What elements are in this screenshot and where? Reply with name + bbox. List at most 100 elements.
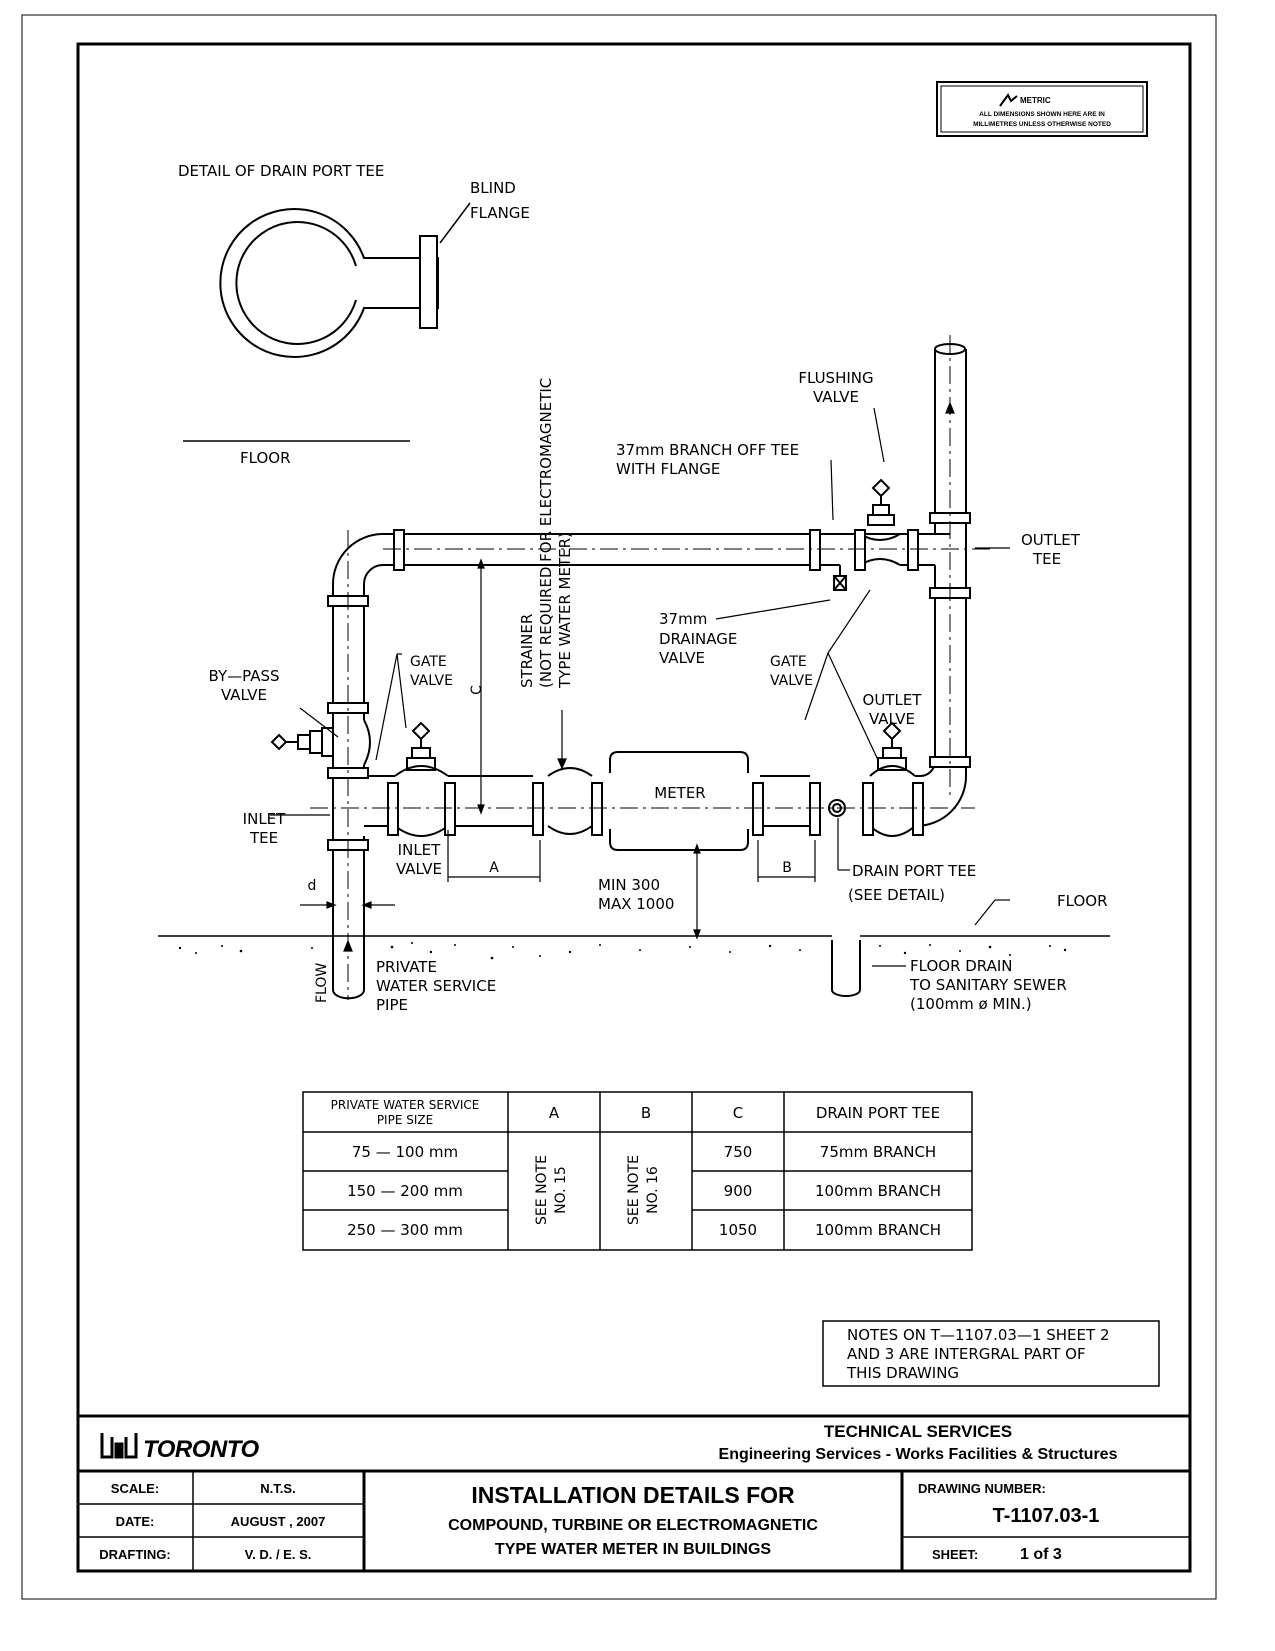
drafting-value: V. D. / E. S. xyxy=(245,1547,312,1562)
floor-drain-label: FLOOR DRAIN xyxy=(910,957,1013,975)
sheet-value: 1 of 3 xyxy=(1020,1546,1062,1563)
sanitary-sewer-label: TO SANITARY SEWER xyxy=(909,976,1067,994)
pipe-label: PIPE xyxy=(376,996,408,1014)
toronto-wordmark: TORONTO xyxy=(143,1436,259,1463)
dimension-lines xyxy=(270,401,1010,967)
drain-diameter-label: (100mm ø MIN.) xyxy=(910,995,1032,1013)
gate-valve-label-left-2: VALVE xyxy=(410,673,453,689)
floor-slab xyxy=(158,935,1110,960)
table-row-1-size: 75 — 100 mm xyxy=(352,1143,458,1161)
scale-label: SCALE: xyxy=(111,1481,159,1496)
flow-label: FLOW xyxy=(314,963,330,1003)
table-text: PRIVATE WATER SERVICE PIPE SIZE A B C DR… xyxy=(331,1098,941,1239)
floor-label: FLOOR xyxy=(1057,892,1108,910)
blind-flange xyxy=(419,235,438,329)
diagram-labels: FLUSHING VALVE 37mm BRANCH OFF TEE WITH … xyxy=(208,369,1107,1014)
floor-label-top: FLOOR xyxy=(240,449,291,467)
drawing-subtitle-1: COMPOUND, TURBINE OR ELECTROMAGNETIC xyxy=(448,1517,818,1534)
flange-label: FLANGE xyxy=(470,204,530,222)
bypass-label-2: VALVE xyxy=(221,686,267,704)
drain-port-label: DRAIN PORT TEE xyxy=(852,862,976,880)
drain-port-tee-detail xyxy=(219,202,471,358)
metric-icon xyxy=(999,93,1018,107)
c-dimension-label: C xyxy=(469,685,485,695)
title-block xyxy=(78,1414,1190,1571)
private-label: PRIVATE xyxy=(376,958,437,976)
detail-title: DETAIL OF DRAIN PORT TEE xyxy=(178,162,384,180)
notes-line3: THIS DRAWING xyxy=(846,1364,959,1382)
drawing-number: T-1107.03-1 xyxy=(993,1505,1100,1527)
see-note-15-line2: NO. 15 xyxy=(553,1166,569,1214)
metric-line1: ALL DIMENSIONS SHOWN HERE ARE IN xyxy=(979,111,1105,118)
water-service-label: WATER SERVICE xyxy=(376,977,496,995)
table-header-a: A xyxy=(549,1104,560,1122)
outlet-tee-label-2: TEE xyxy=(1032,550,1061,568)
table-header-c: C xyxy=(733,1104,743,1122)
bypass-label-1: BY—PASS xyxy=(208,667,279,685)
drafting-label: DRAFTING: xyxy=(99,1547,171,1562)
flushing-label: FLUSHING xyxy=(798,369,873,387)
date-label: DATE: xyxy=(116,1514,155,1529)
see-note-15-line1: SEE NOTE xyxy=(534,1155,550,1225)
table-header-size-1: PRIVATE WATER SERVICE xyxy=(331,1098,480,1112)
date-value: AUGUST , 2007 xyxy=(231,1514,326,1529)
dept-title: TECHNICAL SERVICES xyxy=(824,1422,1012,1441)
table-header-b: B xyxy=(641,1104,651,1122)
strainer-label-1: STRAINER xyxy=(518,614,536,688)
scale-value: N.T.S. xyxy=(260,1481,295,1496)
metric-note: METRIC ALL DIMENSIONS SHOWN HERE ARE IN … xyxy=(936,81,1148,137)
branch-tee-label: 37mm BRANCH OFF TEE xyxy=(616,441,799,459)
strainer-label-2: (NOT REQUIRED FOR ELECTROMAGNETIC xyxy=(537,378,555,688)
table-row-1-c: 750 xyxy=(724,1143,753,1161)
outlet-valve-label-2: VALVE xyxy=(869,710,915,728)
table-row-2-size: 150 — 200 mm xyxy=(347,1182,463,1200)
toronto-logo: TORONTO xyxy=(100,1433,260,1463)
metric-line2: MILLIMETRES UNLESS OTHERWISE NOTED xyxy=(973,121,1111,128)
table-header-tee: DRAIN PORT TEE xyxy=(816,1104,940,1122)
notes-box xyxy=(822,1320,1160,1387)
gate-valve-label-right-1: GATE xyxy=(770,654,807,670)
table-header-size-2: PIPE SIZE xyxy=(377,1113,433,1127)
meter-body xyxy=(609,751,749,851)
with-flange-label: WITH FLANGE xyxy=(616,460,720,478)
notes-line2: AND 3 ARE INTERGRAL PART OF xyxy=(847,1345,1086,1363)
max-label: MAX 1000 xyxy=(598,895,674,913)
sheet-label: SHEET: xyxy=(932,1547,978,1562)
table-row-1-tee: 75mm BRANCH xyxy=(820,1143,936,1161)
table-row-2-tee: 100mm BRANCH xyxy=(815,1182,941,1200)
b-dimension-label: B xyxy=(782,860,792,876)
outlet-valve-label-1: OUTLET xyxy=(863,691,923,709)
gate-valve-label-left-1: GATE xyxy=(410,654,447,670)
drawing-number-label: DRAWING NUMBER: xyxy=(918,1481,1046,1496)
metric-title: METRIC xyxy=(1020,96,1051,105)
drawing-border xyxy=(76,42,1192,1573)
notes-line1: NOTES ON T—1107.03—1 SHEET 2 xyxy=(847,1326,1110,1344)
table-row-2-c: 900 xyxy=(724,1182,753,1200)
inlet-tee-label-2: TEE xyxy=(249,829,278,847)
subdept-title: Engineering Services - Works Facilities … xyxy=(719,1446,1118,1463)
gate-valve-label-right-2: VALVE xyxy=(770,673,813,689)
see-note-16-line1: SEE NOTE xyxy=(626,1155,642,1225)
table-row-3-c: 1050 xyxy=(719,1221,757,1239)
drainage-label-2: DRAINAGE xyxy=(659,630,737,648)
drawing-title: INSTALLATION DETAILS FOR xyxy=(471,1482,795,1508)
table-row-3-size: 250 — 300 mm xyxy=(347,1221,463,1239)
piping xyxy=(270,343,967,1000)
blind-label: BLIND xyxy=(470,179,516,197)
city-hall-icon xyxy=(100,1433,138,1459)
table-row-3-tee: 100mm BRANCH xyxy=(815,1221,941,1239)
meter-label: METER xyxy=(654,784,705,802)
outlet-tee-label-1: OUTLET xyxy=(1021,531,1081,549)
inlet-valve-label-1: INLET xyxy=(398,841,441,859)
min-label: MIN 300 xyxy=(598,876,660,894)
a-dimension-label: A xyxy=(489,860,499,876)
pipe-size-table xyxy=(302,1091,973,1251)
drainage-label-3: VALVE xyxy=(659,649,705,667)
strainer-label-3: TYPE WATER METER) xyxy=(556,532,574,689)
drawing-subtitle-2: TYPE WATER METER IN BUILDINGS xyxy=(495,1541,771,1558)
drainage-label-1: 37mm xyxy=(659,610,707,628)
outer-page-border xyxy=(21,14,1217,1600)
d-dimension-label: d xyxy=(308,878,317,894)
inlet-tee-label-1: INLET xyxy=(243,810,286,828)
